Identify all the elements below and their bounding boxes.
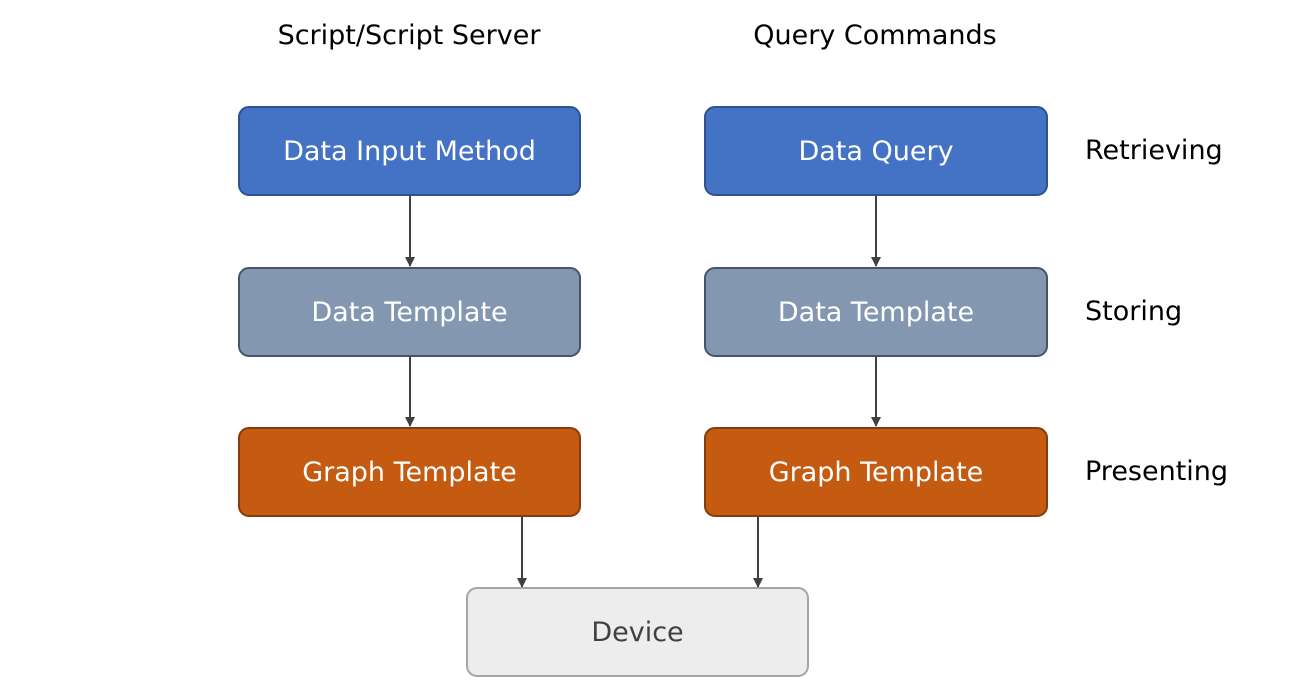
left-data-input-method-box: Data Input Method	[238, 106, 581, 196]
stage-label-presenting: Presenting	[1085, 456, 1229, 487]
device-box: Device	[466, 587, 809, 677]
right-data-query-box: Data Query	[704, 106, 1048, 196]
stage-label-retrieving: Retrieving	[1085, 135, 1223, 166]
right-data-template-box: Data Template	[704, 267, 1048, 357]
left-column-header: Script/Script Server	[277, 20, 541, 51]
left-graph-template-box: Graph Template	[238, 427, 581, 517]
right-graph-template-box: Graph Template	[704, 427, 1048, 517]
stage-label-storing: Storing	[1085, 296, 1183, 327]
right-column-header: Query Commands	[753, 20, 997, 51]
left-data-template-box: Data Template	[238, 267, 581, 357]
